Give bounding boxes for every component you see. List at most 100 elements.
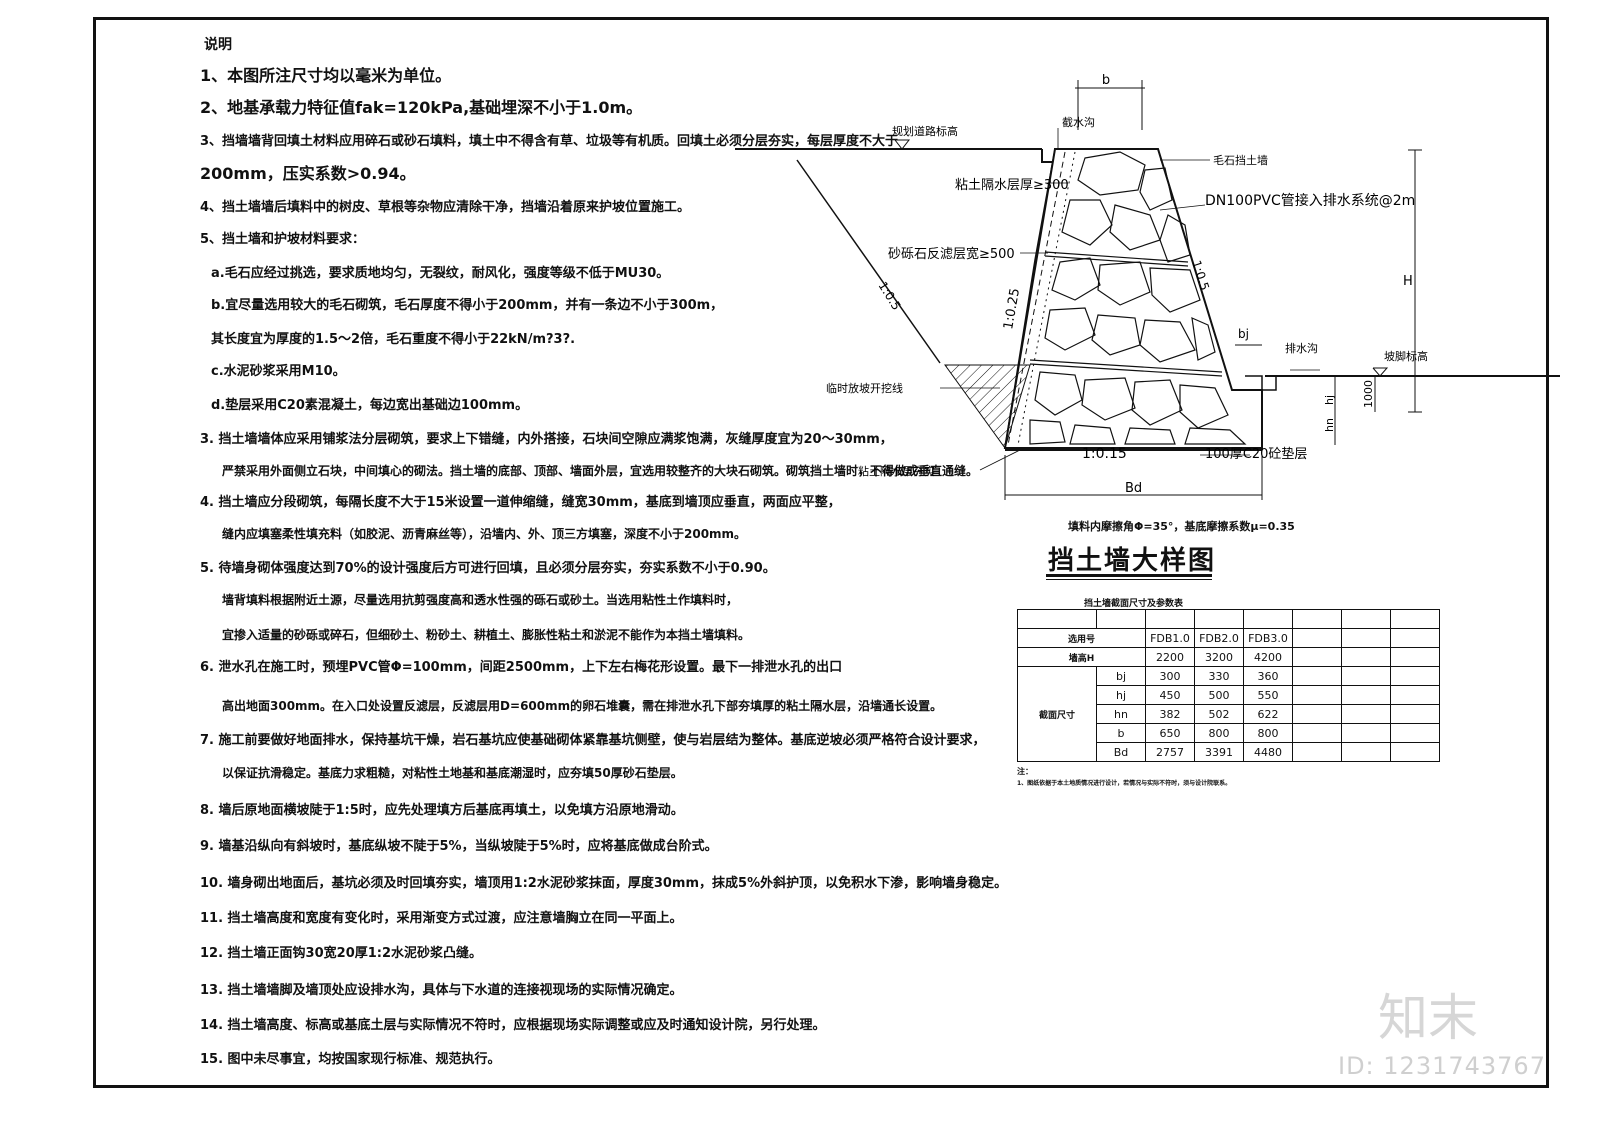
note-line: 8. 墙后原地面横坡陡于1:5时，应先处理填方后基底再填土，以免填方沿原地滑动。 <box>200 803 684 818</box>
note-line: 缝内应填塞柔性填充料（如胶泥、沥青麻丝等），沿墙内、外、顶三方填塞，深度不小于2… <box>222 527 747 541</box>
param-value: 502 <box>1194 704 1244 724</box>
note-line: 12. 挡土墙正面钩30宽20厚1:2水泥砂浆凸缝。 <box>200 946 483 961</box>
label-hj: hj <box>1323 395 1336 405</box>
table-footnote-text: 1、图纸依据于本土地质情况进行设计，若情况与实际不符时，须与设计院联系。 <box>1017 780 1232 787</box>
note-line: 3. 挡土墙墙体应采用铺浆法分层砌筑，要求上下错缝，内外搭接，石块间空隙应满浆饱… <box>200 432 893 447</box>
label-cushion: 100厚C20砼垫层 <box>1205 446 1307 462</box>
param-value: 4480 <box>1243 742 1293 762</box>
param-value: 622 <box>1243 704 1293 724</box>
label-clay-layer: 粘土隔水层厚≥300 <box>955 178 1069 193</box>
note-line: 2、地基承载力特征值fak=120kPa,基础埋深不小于1.0m。 <box>200 98 643 117</box>
parameter-table: 选用号 FDB1.0 FDB2.0 FDB3.0 墙高H 2200 3200 4… <box>1017 609 1440 762</box>
label-1000: 1000 <box>1362 380 1375 408</box>
watermark-id: ID: 1231743767 <box>1338 1052 1546 1080</box>
compacted-clay-hatch <box>944 364 1031 450</box>
param-value: 800 <box>1194 723 1244 743</box>
param-label: b <box>1096 723 1146 743</box>
note-line: 10. 墙身砌出地面后，基坑必须及时回填夯实，墙顶用1:2水泥砂浆抹面，厚度30… <box>200 876 1008 891</box>
note-line: 高出地面300mm。在入口处设置反滤层，反滤层用D=600mm的卵石堆囊，需在排… <box>222 699 943 713</box>
table-row: hj 450 500 550 <box>1018 685 1440 705</box>
notes-title: 说明 <box>204 37 232 53</box>
note-line: 7. 施工前要做好地面排水，保持基坑干燥，岩石基坑应使基础砌体紧靠基坑侧壁，使与… <box>200 733 986 748</box>
height-cell: 3200 <box>1194 647 1244 667</box>
table-row: 选用号 FDB1.0 FDB2.0 FDB3.0 <box>1017 628 1440 648</box>
note-line: 5. 待墙身砌体强度达到70%的设计强度后方可进行回填，且必须分层夯实，夯实系数… <box>200 561 776 576</box>
note-line: 墙背填料根据附近土源，尽量选用抗剪强度高和透水性强的砾石或砂土。当选用粘性土作填… <box>222 593 739 607</box>
table-row: 墙高H 2200 3200 4200 <box>1017 647 1440 667</box>
note-line: 4. 挡土墙应分段砌筑，每隔长度不大于15米设置一道伸缩缝，缝宽30mm，基底到… <box>200 495 841 510</box>
label-slope-05-left: 1:0.5 <box>875 279 903 313</box>
table-footnote-label: 注： <box>1017 767 1033 776</box>
param-value: 650 <box>1145 723 1195 743</box>
table-title: 挡土墙截面尺寸及参数表 <box>1084 599 1184 609</box>
label-toe-level: 坡脚标高 <box>1384 349 1428 363</box>
note-line: c.水泥砂浆采用M10。 <box>211 364 346 379</box>
label-slope-015: 1:0.15 <box>1082 446 1127 462</box>
diagram-title: 挡土墙大样图 <box>1048 546 1217 576</box>
note-line: 1、本图所注尺寸均以毫米为单位。 <box>200 66 452 85</box>
title-underline-thin <box>1046 579 1212 580</box>
param-label: hj <box>1096 685 1146 705</box>
param-value: 550 <box>1243 685 1293 705</box>
param-value: 330 <box>1194 666 1244 686</box>
param-value: 450 <box>1145 685 1195 705</box>
drawing-frame <box>93 17 1549 1088</box>
symbols <box>894 139 1389 377</box>
param-label: bj <box>1096 666 1146 686</box>
note-line: 宜掺入适量的砂砾或碎石，但细砂土、粉砂土、耕植土、膨胀性粘土和淤泥不能作为本挡土… <box>222 628 751 642</box>
height-cell: 4200 <box>1243 647 1293 667</box>
label-b: b <box>1102 73 1110 88</box>
table-row: hn 382 502 622 <box>1018 704 1440 724</box>
label-pipe: DN100PVC管接入排水系统@2m <box>1205 192 1415 209</box>
note-line: a.毛石应经过挑选，要求质地均匀，无裂纹，耐风化，强度等级不低于MU30。 <box>211 266 670 281</box>
model-cell: FDB3.0 <box>1243 628 1293 648</box>
label-slope-025: 1:0.25 <box>1001 287 1023 331</box>
label-temp-slope: 临时放坡开挖线 <box>826 381 903 395</box>
note-line: b.宜尽量选用较大的毛石砌筑，毛石厚度不得小于200mm，并有一条边不小于300… <box>211 298 724 313</box>
label-road-level: 规划道路标高 <box>892 124 958 138</box>
param-value: 2757 <box>1145 742 1195 762</box>
model-cell: FDB2.0 <box>1194 628 1244 648</box>
label-Bd: Bd <box>1125 481 1142 496</box>
table-row: Bd 2757 3391 4480 <box>1018 742 1440 762</box>
model-cell: FDB1.0 <box>1145 628 1195 648</box>
height-cell: 2200 <box>1145 647 1195 667</box>
weep-pipes <box>1029 251 1223 377</box>
label-H: H <box>1403 274 1413 289</box>
title-underline <box>1046 574 1212 577</box>
note-line: 3、挡墙墙背回填土材料应用碎石或砂石填料，填土中不得含有草、垃圾等有机质。回填土… <box>200 134 899 149</box>
retaining-wall-section: b 规划道路标高 截水沟 毛石挡土墙 粘土隔水层厚≥300 DN100PVC管接… <box>735 73 1560 500</box>
table-row: 截面尺寸 bj 300 330 360 <box>1017 666 1440 762</box>
rubble-stones <box>1029 151 1247 445</box>
note-line: 严禁采用外面侧立石块，中间填心的砌法。挡土墙的底部、顶部、墙面外层，宜选用较整齐… <box>222 464 979 478</box>
label-rubble-wall: 毛石挡土墙 <box>1213 153 1268 167</box>
note-line: 6. 泄水孔在施工时，预埋PVC管Φ=100mm，间距2500mm，上下左右梅花… <box>200 660 843 675</box>
label-hn: hn <box>1323 418 1336 432</box>
note-line: 11. 挡土墙高度和宽度有变化时，采用渐变方式过渡，应注意墙胸立在同一平面上。 <box>200 911 683 926</box>
model-label: 选用号 <box>1017 628 1146 648</box>
note-line: 14. 挡土墙高度、标高或基底土层与实际情况不符时，应根据现场实际调整或应及时通… <box>200 1018 826 1033</box>
table-row <box>1017 609 1440 629</box>
note-line: d.垫层采用C20素混凝土，每边宽出基础边100mm。 <box>211 398 529 413</box>
section-label: 截面尺寸 <box>1017 666 1097 762</box>
param-value: 382 <box>1145 704 1195 724</box>
note-line: 15. 图中未尽事宜，均按国家现行标准、规范执行。 <box>200 1052 501 1067</box>
height-label: 墙高H <box>1017 647 1146 667</box>
note-line: 4、挡土墙墙后填料中的树皮、草根等杂物应清除干净，挡墙沿着原来护坡位置施工。 <box>200 200 691 215</box>
label-bj: bj <box>1238 327 1249 341</box>
table-row: b 650 800 800 <box>1018 723 1440 743</box>
soil-parameter-note: 填料内摩擦角Φ=35°，基底摩擦系数μ=0.35 <box>1068 520 1295 533</box>
note-line: 200mm，压实系数>0.94。 <box>200 164 416 183</box>
param-value: 360 <box>1243 666 1293 686</box>
param-label: hn <box>1096 704 1146 724</box>
label-catch-ditch: 截水沟 <box>1062 115 1095 129</box>
note-line: 13. 挡土墙墙脚及墙顶处应设排水沟，具体与下水道的连接视现场的实际情况确定。 <box>200 983 683 998</box>
note-line: 其长度宜为厚度的1.5～2倍，毛石重度不得小于22kN/m?3?. <box>211 332 576 347</box>
param-value: 800 <box>1243 723 1293 743</box>
param-value: 300 <box>1145 666 1195 686</box>
param-label: Bd <box>1096 742 1146 762</box>
note-line: 9. 墙基沿纵向有斜坡时，基底纵坡不陡于5%，当纵坡陡于5%时，应将基底做成台阶… <box>200 839 718 854</box>
note-line: 5、挡土墙和护坡材料要求： <box>200 232 366 247</box>
label-clay-compact: 粘土隔水层夯实 <box>858 464 935 478</box>
watermark-logo: 知末 <box>1378 989 1478 1047</box>
